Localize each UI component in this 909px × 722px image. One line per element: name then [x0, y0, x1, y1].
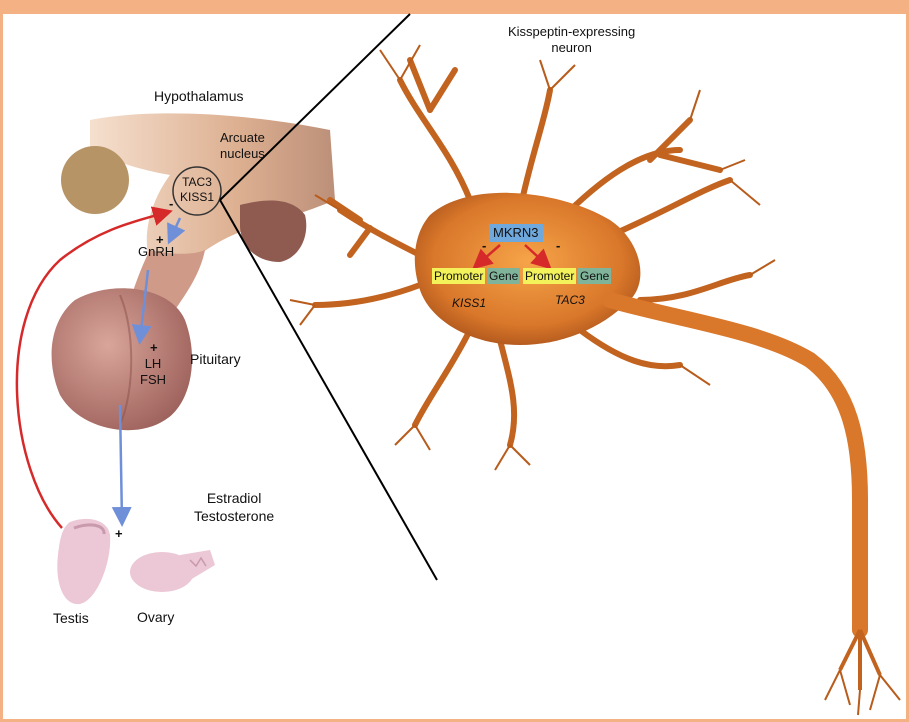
- fsh-label: FSH: [140, 372, 166, 388]
- testosterone-label: Testosterone: [194, 507, 274, 525]
- tac3-gene-label: TAC3: [555, 293, 585, 307]
- pituitary-label: Pituitary: [190, 351, 241, 367]
- arcuate-nucleus-label: Arcuate nucleus: [220, 130, 265, 162]
- gnrh-label: GnRH: [138, 244, 174, 259]
- minus-right: -: [556, 238, 560, 253]
- kiss1-gene-label: KISS1: [452, 296, 486, 310]
- plus-lh: +: [150, 340, 158, 355]
- neuron-title: Kisspeptin-expressing neuron: [508, 24, 635, 56]
- promoter-left: Promoter: [432, 268, 485, 284]
- neuron-title-line1: Kisspeptin-expressing: [508, 24, 635, 40]
- kisspeptin-neuron: [290, 45, 900, 715]
- arcuate-line2: nucleus: [220, 146, 265, 162]
- plus-gonad: +: [115, 526, 123, 541]
- minus-feedback: -: [169, 196, 173, 211]
- testis-icon: [57, 519, 110, 604]
- neuron-title-line2: neuron: [508, 40, 635, 56]
- arcuate-genes: TAC3 KISS1: [180, 175, 214, 205]
- gene-left: Gene: [487, 268, 520, 284]
- lh-label: LH: [140, 356, 166, 372]
- pituitary-gland: [52, 250, 205, 430]
- mkrn3-box: MKRN3: [489, 224, 543, 242]
- estradiol-label: Estradiol: [194, 489, 274, 507]
- gonadotropins: LH FSH: [140, 356, 166, 388]
- gene-right: Gene: [578, 268, 611, 284]
- testis-label: Testis: [53, 610, 89, 626]
- ovary-label: Ovary: [137, 609, 174, 625]
- minus-left: -: [482, 238, 486, 253]
- arcuate-line1: Arcuate: [220, 130, 265, 146]
- ovary-icon: [130, 550, 215, 592]
- hypothalamus-label: Hypothalamus: [154, 88, 244, 104]
- tac3-circle-label: TAC3: [180, 175, 214, 190]
- steroids-label: Estradiol Testosterone: [194, 489, 274, 525]
- kiss1-circle-label: KISS1: [180, 190, 214, 205]
- promoter-right: Promoter: [523, 268, 576, 284]
